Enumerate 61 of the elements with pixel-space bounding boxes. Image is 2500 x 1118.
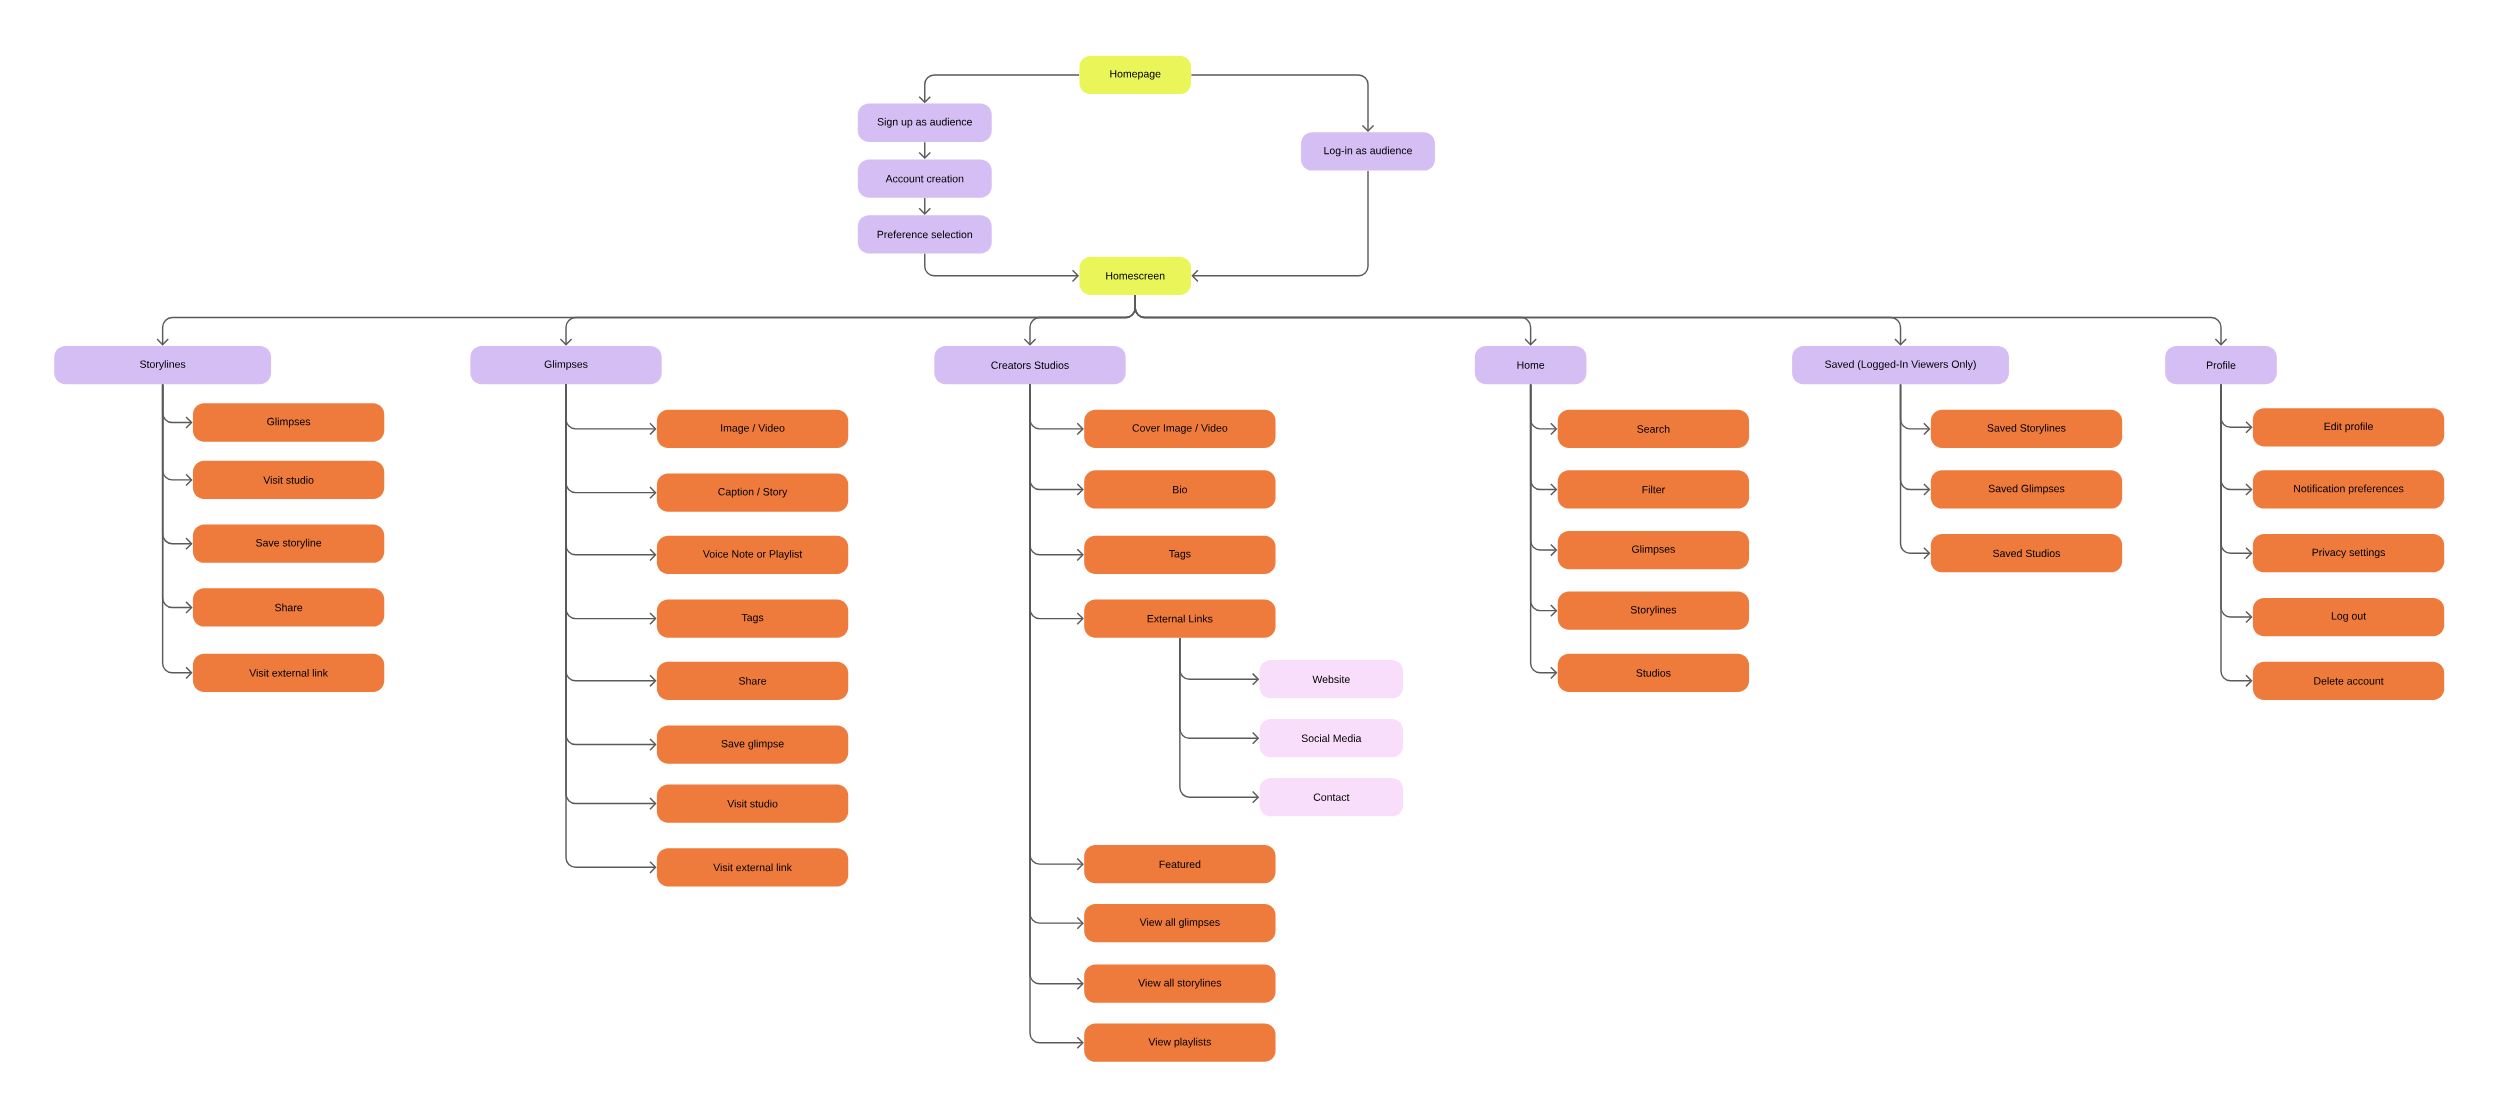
screen-box: Homescreen [1079, 256, 1191, 296]
feature-box: Saved Storylines [1930, 409, 2123, 449]
feature-box: Save glimpse [656, 725, 849, 764]
section-box: Creators Studios [934, 346, 1126, 385]
arrow [1190, 74, 1375, 133]
section-box: Saved (Logged-In Viewers Only) [1792, 346, 2009, 385]
screen-box: Homepage [1079, 55, 1191, 95]
feature-box: Storylines [1557, 591, 1750, 630]
feature-box: Caption / Story [656, 473, 849, 512]
feature-box: Edit profile [2252, 408, 2445, 447]
arrow [1529, 384, 1558, 680]
feature-box: Cover Image / Video [1084, 409, 1276, 449]
section-box: Account creation [857, 159, 992, 198]
feature-box: Voice Note or Playlist [656, 535, 849, 575]
feature-box: Visit studio [656, 784, 849, 823]
feature-box: Bio [1084, 470, 1276, 509]
section-box: Home [1474, 346, 1587, 385]
section-box: Profile [2165, 346, 2277, 385]
section-box: Preference selection [857, 215, 992, 254]
feature-box: Tags [1084, 535, 1276, 575]
link-box: Contact [1259, 778, 1404, 817]
feature-box: Glimpses [1557, 531, 1750, 570]
arrow [1134, 294, 2228, 346]
feature-box: Visit external link [192, 653, 385, 693]
section-box: Log-in as audience [1301, 132, 1435, 171]
feature-box: Saved Glimpses [1930, 470, 2123, 509]
feature-box: Notification preferences [2252, 470, 2445, 509]
arrow [1179, 637, 1260, 804]
feature-box: Image / Video [656, 409, 849, 449]
feature-box: Delete account [2252, 661, 2445, 701]
arrow [2220, 384, 2253, 688]
section-box: Sign up as audience [857, 103, 992, 143]
feature-box: Share [192, 588, 385, 627]
feature-box: Search [1557, 409, 1750, 449]
arrow [1899, 384, 1931, 560]
feature-box: Saved Studios [1930, 534, 2123, 573]
feature-box: Visit external link [656, 848, 849, 887]
section-box: Storylines [54, 346, 272, 385]
link-box: Website [1259, 660, 1404, 699]
feature-box: External Links [1084, 599, 1276, 638]
feature-box: Share [656, 661, 849, 701]
arrow [161, 384, 193, 680]
feature-box: Log out [2252, 598, 2445, 637]
feature-box: Featured [1084, 845, 1276, 884]
arrow [918, 197, 932, 216]
feature-box: View playlists [1084, 1023, 1276, 1063]
feature-box: View all glimpses [1084, 904, 1276, 943]
feature-box: Save storyline [192, 524, 385, 563]
arrow [924, 253, 1080, 283]
link-box: Social Media [1259, 719, 1404, 758]
feature-box: Glimpses [192, 403, 385, 442]
feature-box: Filter [1557, 470, 1750, 509]
arrow [918, 141, 932, 160]
feature-box: Studios [1557, 653, 1750, 693]
feature-box: View all storylines [1084, 964, 1276, 1004]
feature-box: Visit studio [192, 460, 385, 500]
feature-box: Tags [656, 599, 849, 638]
feature-box: Privacy settings [2252, 534, 2445, 573]
section-box: Glimpses [470, 346, 662, 385]
arrow [918, 74, 1080, 104]
arrow [1191, 170, 1369, 283]
